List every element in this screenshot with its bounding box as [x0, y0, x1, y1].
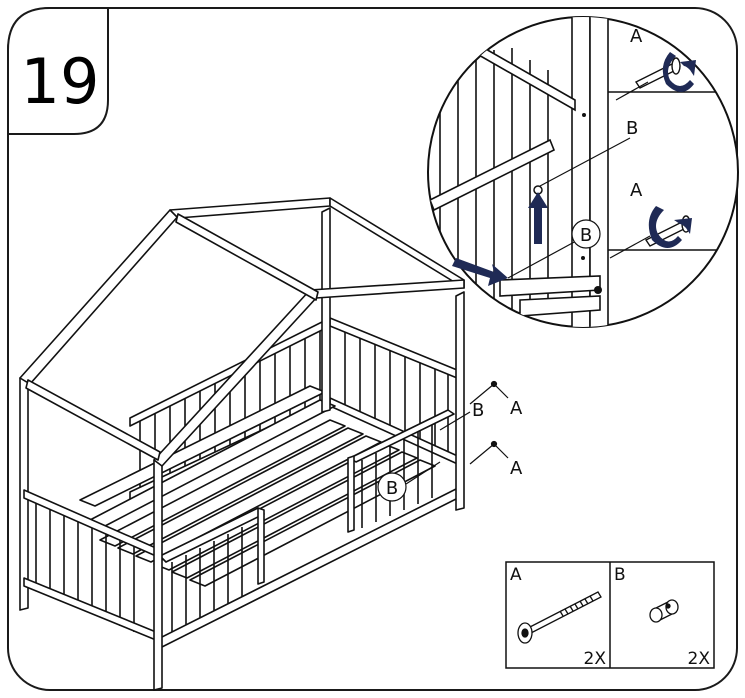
- part-a-letter: A: [510, 565, 522, 585]
- callout-screw-upper: A: [510, 398, 523, 419]
- cam-insert-arrow: [528, 192, 548, 244]
- screw-direction-arrow: [452, 258, 508, 286]
- rotate-icon-bottom: [648, 206, 692, 248]
- main-callouts: [377, 380, 509, 502]
- detail-callout-screw-bottom: A: [630, 180, 643, 201]
- callout-cam-lower: B: [386, 478, 398, 499]
- detail-callouts: [507, 81, 651, 279]
- part-b-qty: 2X: [688, 649, 711, 669]
- front-rail: [155, 409, 463, 651]
- callout-cam-upper: B: [472, 400, 484, 421]
- rotate-icon-top: [662, 52, 696, 92]
- step-number: 19: [21, 45, 100, 118]
- callout-screw-lower: A: [510, 458, 523, 479]
- bolt-icon: [517, 591, 602, 644]
- roof-frame: [19, 197, 465, 467]
- step-number-tab: [7, 7, 109, 135]
- bed-illustration: [19, 197, 465, 691]
- detail-callout-cam-top: B: [626, 118, 638, 139]
- detail-callout-cam-circle: B: [580, 225, 592, 246]
- part-b-letter: B: [614, 565, 626, 585]
- parts-legend: A 2X B 2X: [505, 561, 715, 669]
- detail-callout-screw-top: A: [630, 26, 643, 47]
- mattress-slats: [79, 385, 436, 587]
- part-a: A 2X: [510, 565, 606, 669]
- part-a-qty: 2X: [584, 649, 607, 669]
- part-b: B 2X: [614, 565, 710, 669]
- cam-nut-icon: [649, 599, 679, 623]
